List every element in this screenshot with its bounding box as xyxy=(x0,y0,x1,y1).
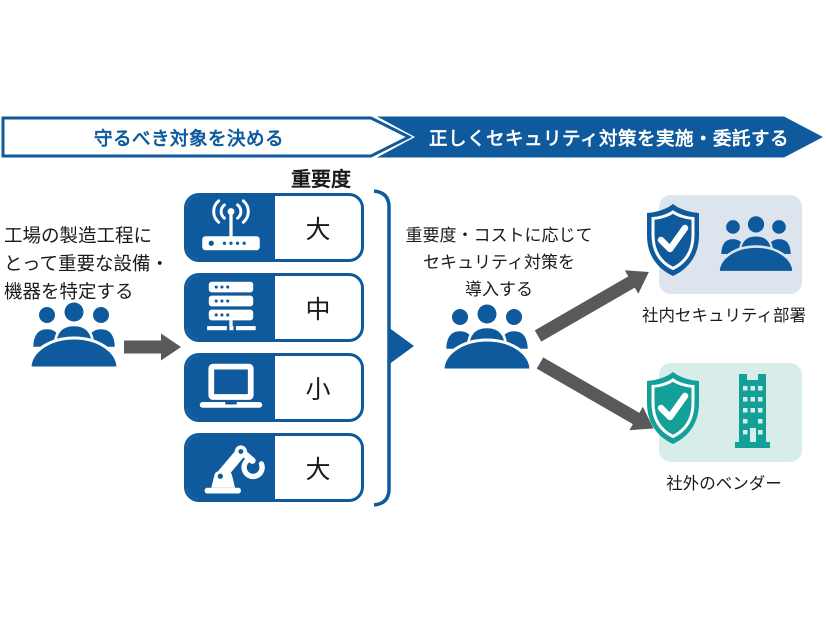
importance-list: 大 xyxy=(184,193,364,502)
bracket-shape xyxy=(373,189,391,507)
shield-check-icon xyxy=(647,204,699,276)
importance-level: 大 xyxy=(305,455,331,484)
meeting-people-icon xyxy=(28,302,120,369)
arrow-down-right-icon xyxy=(536,357,654,431)
importance-row-router: 大 xyxy=(184,193,364,262)
deploy-description: 重要度・コストに応じて セキュリティ対策を 導入する xyxy=(405,226,593,300)
office-building-icon xyxy=(735,374,770,448)
importance-level: 中 xyxy=(305,295,331,324)
robot-arm-icon xyxy=(187,436,275,499)
wireless-router-icon xyxy=(187,196,275,259)
importance-level: 小 xyxy=(305,375,331,404)
server-icon xyxy=(187,276,275,339)
bracket-arrow xyxy=(388,327,414,365)
stage1-banner-shape xyxy=(1,116,413,158)
arrow-up-right-icon xyxy=(534,270,649,342)
people-icon xyxy=(717,216,795,273)
laptop-icon xyxy=(187,356,275,419)
internal-security-label: 社内セキュリティ部署 xyxy=(641,307,806,325)
importance-row-laptop: 小 xyxy=(184,353,364,422)
stage2-banner-shape xyxy=(377,116,823,158)
external-vendor-label: 社外のベンダー xyxy=(666,475,782,493)
external-vendor-card xyxy=(647,363,802,462)
meeting-people-icon xyxy=(441,304,533,371)
importance-row-server: 中 xyxy=(184,273,364,342)
importance-level: 大 xyxy=(305,215,331,244)
stage1-banner: 守るべき対象を決める xyxy=(93,128,284,149)
arrow-right-icon xyxy=(124,333,181,361)
internal-security-card xyxy=(647,195,802,294)
importance-row-robot: 大 xyxy=(184,433,364,502)
shield-check-icon xyxy=(647,372,699,444)
stage2-banner: 正しくセキュリティ対策を実施・委託する xyxy=(429,128,789,149)
importance-header: 重要度 xyxy=(291,169,351,191)
identify-description: 工場の製造工程に とって重要な設備・ 機器を特定する xyxy=(4,225,170,302)
